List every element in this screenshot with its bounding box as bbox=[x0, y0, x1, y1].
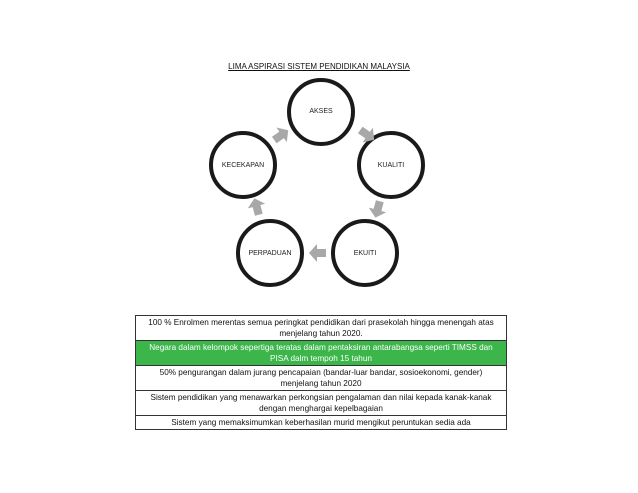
node-akses: AKSES bbox=[287, 78, 355, 146]
arrow-ekuiti-to-perpaduan-icon bbox=[309, 244, 326, 262]
cycle-diagram: AKSES KUALITI EKUITI PERPADUAN KECEKAPAN bbox=[209, 78, 425, 287]
node-kecekapan: KECEKAPAN bbox=[209, 131, 277, 199]
arrow-akses-to-kualiti-icon bbox=[357, 126, 375, 143]
table-row-akses: 100 % Enrolmen merentas semua peringkat … bbox=[148, 318, 494, 338]
node-kualiti: KUALITI bbox=[357, 131, 425, 199]
node-label-kualiti: KUALITI bbox=[378, 162, 405, 169]
node-label-kecekapan: KECEKAPAN bbox=[222, 162, 264, 169]
diagram-title: LIMA ASPIRASI SISTEM PENDIDIKAN MALAYSIA bbox=[228, 62, 410, 71]
table-row-kecekapan: Sistem yang memaksimumkan keberhasilan m… bbox=[136, 415, 506, 429]
arrow-perpaduan-to-kecekapan-icon bbox=[247, 198, 266, 216]
table-row-kualiti: Negara dalam kelompok sepertiga teratas … bbox=[136, 340, 506, 365]
node-ekuiti: EKUITI bbox=[331, 219, 399, 287]
table-row-ekuiti: 50% pengurangan dalam jurang pencapaian … bbox=[136, 365, 506, 390]
node-label-ekuiti: EKUITI bbox=[354, 250, 377, 257]
arrow-kualiti-to-ekuiti-icon bbox=[368, 200, 387, 218]
node-label-perpaduan: PERPADUAN bbox=[248, 250, 291, 257]
aspiration-table: 100 % Enrolmen merentas semua peringkat … bbox=[135, 315, 507, 430]
node-label-akses: AKSES bbox=[309, 108, 333, 115]
table-row-perpaduan: Sistem pendidikan yang menawarkan perkon… bbox=[136, 390, 506, 415]
arrow-kecekapan-to-akses-icon bbox=[271, 127, 289, 144]
node-perpaduan: PERPADUAN bbox=[236, 219, 304, 287]
